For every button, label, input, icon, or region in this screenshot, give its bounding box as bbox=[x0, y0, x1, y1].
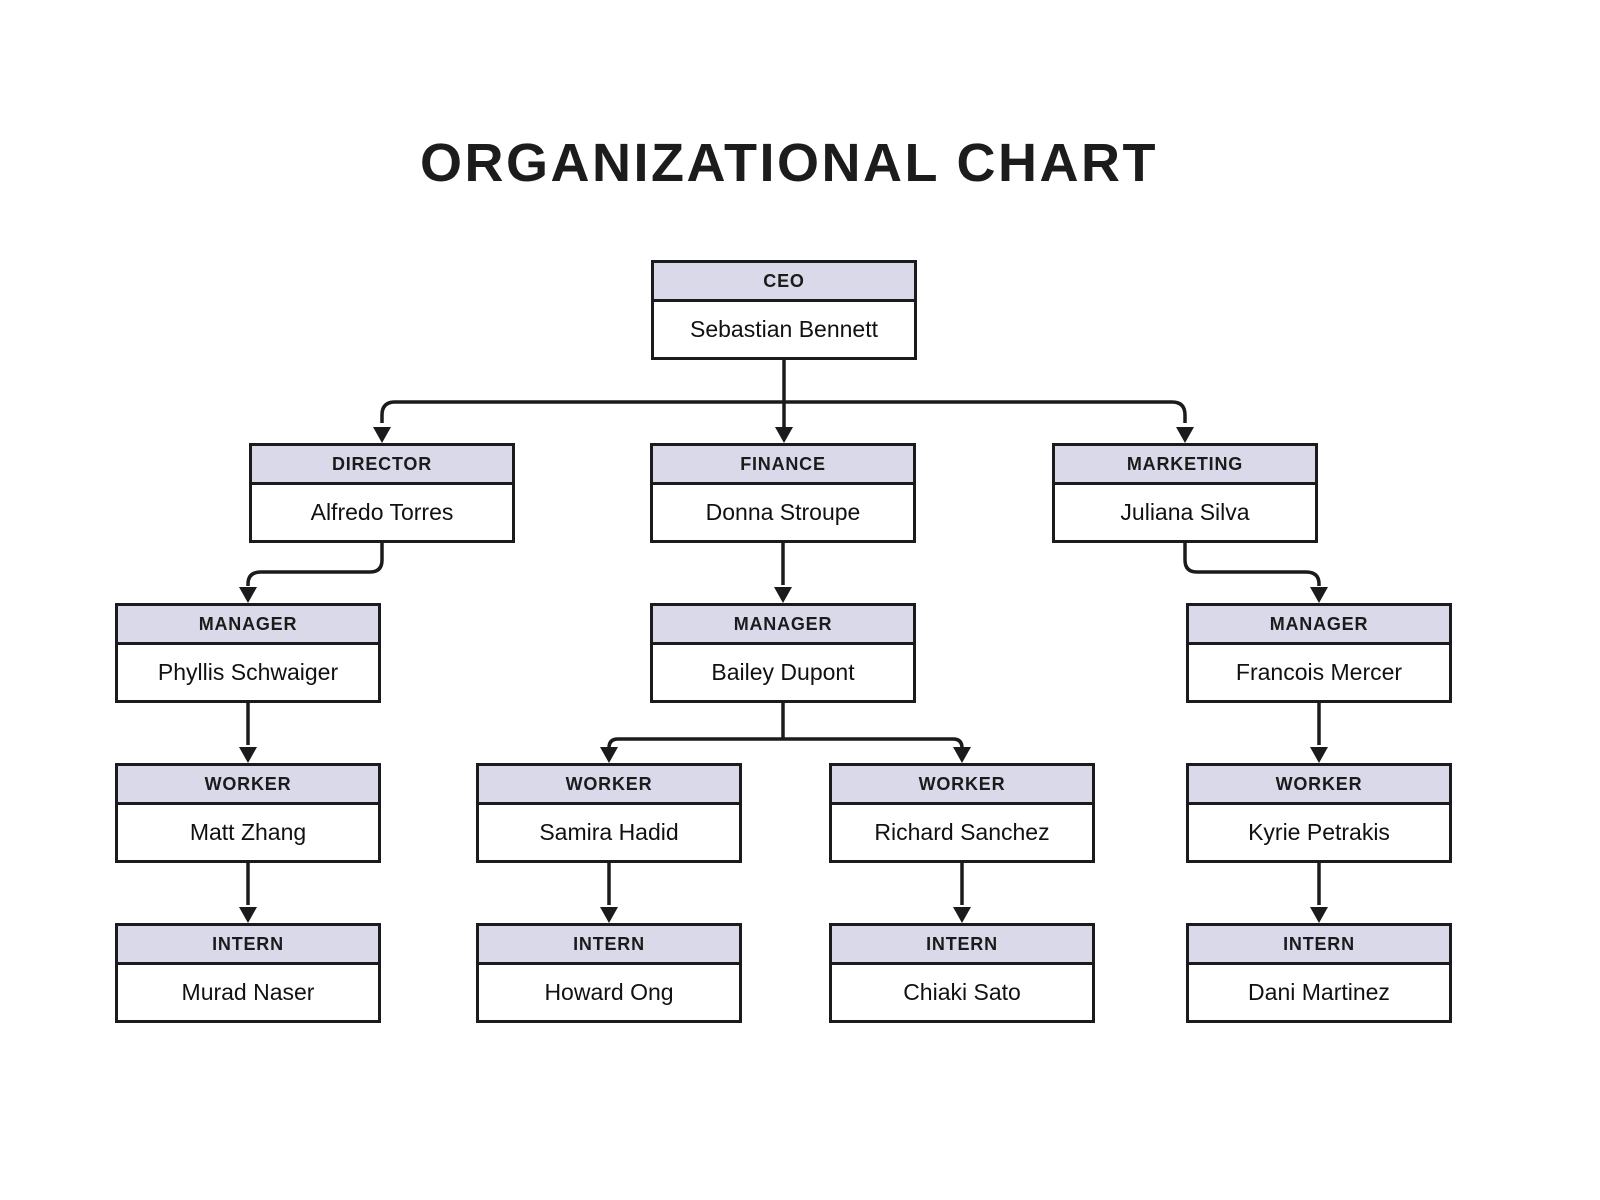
org-node-worker-director-role: WORKER bbox=[118, 766, 378, 805]
org-node-marketing-name: Juliana Silva bbox=[1055, 485, 1315, 540]
org-node-director-role: DIRECTOR bbox=[252, 446, 512, 485]
org-node-intern-finance-1-role: INTERN bbox=[479, 926, 739, 965]
connector-director-manager bbox=[246, 543, 384, 586]
org-node-manager-finance-name: Bailey Dupont bbox=[653, 645, 913, 700]
arrowhead-director-manager bbox=[239, 587, 257, 603]
connector-ceo-director bbox=[380, 400, 784, 423]
org-node-intern-finance-2-name: Chiaki Sato bbox=[832, 965, 1092, 1020]
arrowhead-ceo-director bbox=[373, 427, 391, 443]
org-node-intern-director-role: INTERN bbox=[118, 926, 378, 965]
org-node-intern-finance-2: INTERN Chiaki Sato bbox=[829, 923, 1095, 1023]
org-node-intern-finance-2-role: INTERN bbox=[832, 926, 1092, 965]
org-node-marketing: MARKETING Juliana Silva bbox=[1052, 443, 1318, 543]
org-node-marketing-role: MARKETING bbox=[1055, 446, 1315, 485]
org-node-worker-director-name: Matt Zhang bbox=[118, 805, 378, 860]
arrowhead-ceo-finance bbox=[775, 427, 793, 443]
org-node-manager-director: MANAGER Phyllis Schwaiger bbox=[115, 603, 381, 703]
org-node-finance: FINANCE Donna Stroupe bbox=[650, 443, 916, 543]
org-node-worker-finance-2-role: WORKER bbox=[832, 766, 1092, 805]
org-node-manager-marketing: MANAGER Francois Mercer bbox=[1186, 603, 1452, 703]
page-title: ORGANIZATIONAL CHART bbox=[420, 133, 1158, 193]
org-node-manager-director-name: Phyllis Schwaiger bbox=[118, 645, 378, 700]
org-node-ceo-role: CEO bbox=[654, 263, 914, 302]
arrowhead-finance-manager bbox=[774, 587, 792, 603]
arrowhead-manager-worker-director bbox=[239, 747, 257, 763]
org-node-director: DIRECTOR Alfredo Torres bbox=[249, 443, 515, 543]
org-node-worker-finance-2: WORKER Richard Sanchez bbox=[829, 763, 1095, 863]
connector-marketing-manager bbox=[1183, 543, 1321, 586]
org-node-worker-finance-1-name: Samira Hadid bbox=[479, 805, 739, 860]
org-node-intern-marketing-role: INTERN bbox=[1189, 926, 1449, 965]
arrowhead-worker-intern-finance-2 bbox=[953, 907, 971, 923]
org-node-finance-name: Donna Stroupe bbox=[653, 485, 913, 540]
org-node-worker-marketing-name: Kyrie Petrakis bbox=[1189, 805, 1449, 860]
arrowhead-manager-worker-marketing bbox=[1310, 747, 1328, 763]
arrowhead-manager-worker-finance-2 bbox=[953, 747, 971, 763]
arrowhead-manager-worker-finance-1 bbox=[600, 747, 618, 763]
org-node-intern-director-name: Murad Naser bbox=[118, 965, 378, 1020]
connector-manager-worker-finance-2 bbox=[783, 737, 964, 749]
org-node-worker-finance-2-name: Richard Sanchez bbox=[832, 805, 1092, 860]
arrowhead-worker-intern-marketing bbox=[1310, 907, 1328, 923]
org-node-finance-role: FINANCE bbox=[653, 446, 913, 485]
org-node-intern-director: INTERN Murad Naser bbox=[115, 923, 381, 1023]
org-node-manager-finance: MANAGER Bailey Dupont bbox=[650, 603, 916, 703]
connector-ceo-marketing bbox=[784, 400, 1187, 423]
connector-manager-worker-finance-1 bbox=[607, 737, 783, 749]
org-node-worker-finance-1: WORKER Samira Hadid bbox=[476, 763, 742, 863]
org-node-intern-finance-1: INTERN Howard Ong bbox=[476, 923, 742, 1023]
org-node-ceo: CEO Sebastian Bennett bbox=[651, 260, 917, 360]
arrowhead-worker-intern-finance-1 bbox=[600, 907, 618, 923]
org-node-intern-marketing: INTERN Dani Martinez bbox=[1186, 923, 1452, 1023]
arrowhead-marketing-manager bbox=[1310, 587, 1328, 603]
org-node-intern-marketing-name: Dani Martinez bbox=[1189, 965, 1449, 1020]
arrowhead-ceo-marketing bbox=[1176, 427, 1194, 443]
org-node-intern-finance-1-name: Howard Ong bbox=[479, 965, 739, 1020]
org-node-worker-director: WORKER Matt Zhang bbox=[115, 763, 381, 863]
org-node-worker-marketing: WORKER Kyrie Petrakis bbox=[1186, 763, 1452, 863]
org-node-manager-marketing-name: Francois Mercer bbox=[1189, 645, 1449, 700]
org-node-director-name: Alfredo Torres bbox=[252, 485, 512, 540]
org-node-manager-director-role: MANAGER bbox=[118, 606, 378, 645]
org-node-manager-marketing-role: MANAGER bbox=[1189, 606, 1449, 645]
org-node-worker-marketing-role: WORKER bbox=[1189, 766, 1449, 805]
org-node-ceo-name: Sebastian Bennett bbox=[654, 302, 914, 357]
arrowhead-worker-intern-director bbox=[239, 907, 257, 923]
org-node-worker-finance-1-role: WORKER bbox=[479, 766, 739, 805]
org-node-manager-finance-role: MANAGER bbox=[653, 606, 913, 645]
